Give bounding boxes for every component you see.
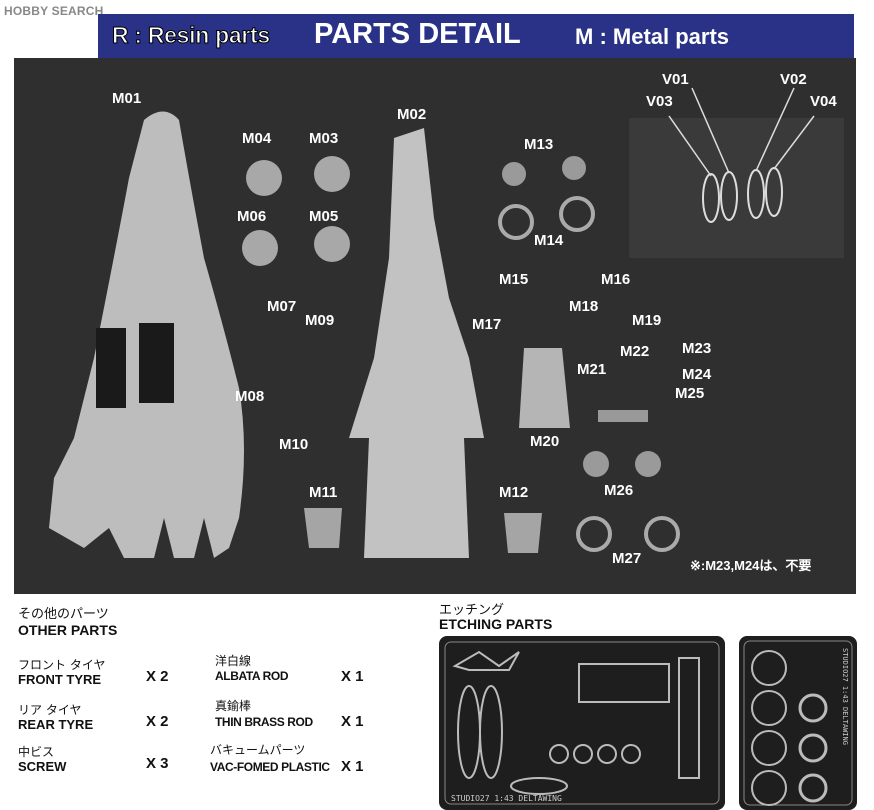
etching-sheet-main-text: STUDIO27 1:43 DELTAWING (451, 794, 562, 803)
m13-wheel-right (562, 156, 586, 180)
item-albata-rod-qty: X 1 (341, 668, 364, 685)
label-m21: M21 (577, 361, 607, 378)
item-brass-rod-qty: X 1 (341, 713, 364, 730)
etching-sheet-main-art (444, 641, 720, 805)
etching-title-en: ETCHING PARTS (439, 616, 553, 632)
m01-cockpit-left (96, 328, 126, 408)
label-m07: M07 (267, 298, 297, 315)
m01-cockpit-right (139, 323, 174, 403)
etching-sheet-wheels-art (743, 640, 853, 806)
m14-tyre-right (559, 196, 595, 232)
m12-part-shape (504, 513, 542, 553)
label-v01: V01 (662, 71, 689, 88)
label-m22: M22 (620, 343, 650, 360)
m14-tyre-left (498, 204, 534, 240)
page-title: PARTS DETAIL (314, 18, 521, 50)
label-m12: M12 (499, 484, 529, 501)
header-resin-label: R : Resin parts (112, 22, 271, 49)
label-m09: M09 (305, 312, 335, 329)
item-vac-plastic-jp: バキュームパーツ (210, 743, 306, 757)
v03-window (702, 173, 720, 223)
m27-tyre-left (576, 516, 612, 552)
item-rear-tyre-en: REAR TYRE (18, 717, 94, 732)
label-m25: M25 (675, 385, 705, 402)
item-screw-qty: X 3 (146, 755, 169, 772)
m21-m25-part-shape (598, 410, 648, 422)
m02-body-shape (349, 128, 484, 558)
other-parts-title-jp: その他のパーツ (18, 607, 109, 622)
item-rear-tyre-qty: X 2 (146, 713, 169, 730)
item-albata-rod-en: ALBATA ROD (215, 669, 289, 683)
label-m10: M10 (279, 436, 309, 453)
label-v04: V04 (810, 93, 837, 110)
label-m08: M08 (235, 388, 265, 405)
m05-wheel (314, 226, 350, 262)
label-m16: M16 (601, 271, 631, 288)
m20-part-shape (519, 348, 570, 428)
label-m19: M19 (632, 312, 662, 329)
note-unused-parts: ※:M23,M24は、不要 (690, 558, 812, 573)
label-m01: M01 (112, 90, 142, 107)
item-screw-jp: 中ビス (18, 745, 55, 759)
label-m14: M14 (534, 232, 564, 249)
label-v03: V03 (646, 93, 673, 110)
parts-photo: M01 M02 M04 M03 M06 M05 M13 M14 M15 M16 … (14, 58, 856, 594)
label-m20: M20 (530, 433, 560, 450)
etching-sheet-wheels-text: STUDIO27 1:43 DELTAWING (841, 648, 849, 745)
label-m24: M24 (682, 366, 712, 383)
item-vac-plastic-en: VAC-FOMED PLASTIC (210, 760, 330, 774)
item-screw-en: SCREW (18, 759, 67, 774)
header-bar (98, 14, 854, 58)
item-albata-rod-jp: 洋白線 (215, 654, 252, 668)
item-vac-plastic-qty: X 1 (341, 758, 364, 775)
item-front-tyre-en: FRONT TYRE (18, 672, 102, 687)
label-m05: M05 (309, 208, 339, 225)
m27-tyre-right (644, 516, 680, 552)
item-rear-tyre-jp: リア タイヤ (18, 703, 82, 717)
other-parts-title-en: OTHER PARTS (18, 622, 118, 638)
m06-wheel (242, 230, 278, 266)
label-m02: M02 (397, 106, 427, 123)
label-m06: M06 (237, 208, 267, 225)
watermark-logo: HOBBY SEARCH (4, 4, 104, 18)
etching-sheet-wheels: STUDIO27 1:43 DELTAWING (739, 636, 857, 810)
label-v02: V02 (780, 71, 807, 88)
etching-sheet-main: STUDIO27 1:43 DELTAWING (439, 636, 725, 810)
label-m15: M15 (499, 271, 529, 288)
item-brass-rod-en: THIN BRASS ROD (215, 715, 313, 729)
label-m17: M17 (472, 316, 502, 333)
label-m03: M03 (309, 130, 339, 147)
header-metal-label: M : Metal parts (575, 24, 730, 49)
label-m11: M11 (309, 484, 338, 501)
parts-illustration (49, 87, 844, 558)
label-m13: M13 (524, 136, 554, 153)
m03-wheel (314, 156, 350, 192)
m11-part-shape (304, 508, 342, 548)
item-front-tyre-jp: フロント タイヤ (18, 658, 106, 672)
item-brass-rod-jp: 真鍮棒 (215, 699, 252, 713)
m26-wheel-right (635, 451, 661, 477)
m04-wheel (246, 160, 282, 196)
m13-wheel-left (502, 162, 526, 186)
label-m18: M18 (569, 298, 599, 315)
label-m27: M27 (612, 550, 642, 567)
item-front-tyre-qty: X 2 (146, 668, 169, 685)
m26-wheel-left (583, 451, 609, 477)
label-m23: M23 (682, 340, 712, 357)
label-m26: M26 (604, 482, 634, 499)
etching-title-jp: エッチング (439, 603, 505, 618)
label-m04: M04 (242, 130, 272, 147)
